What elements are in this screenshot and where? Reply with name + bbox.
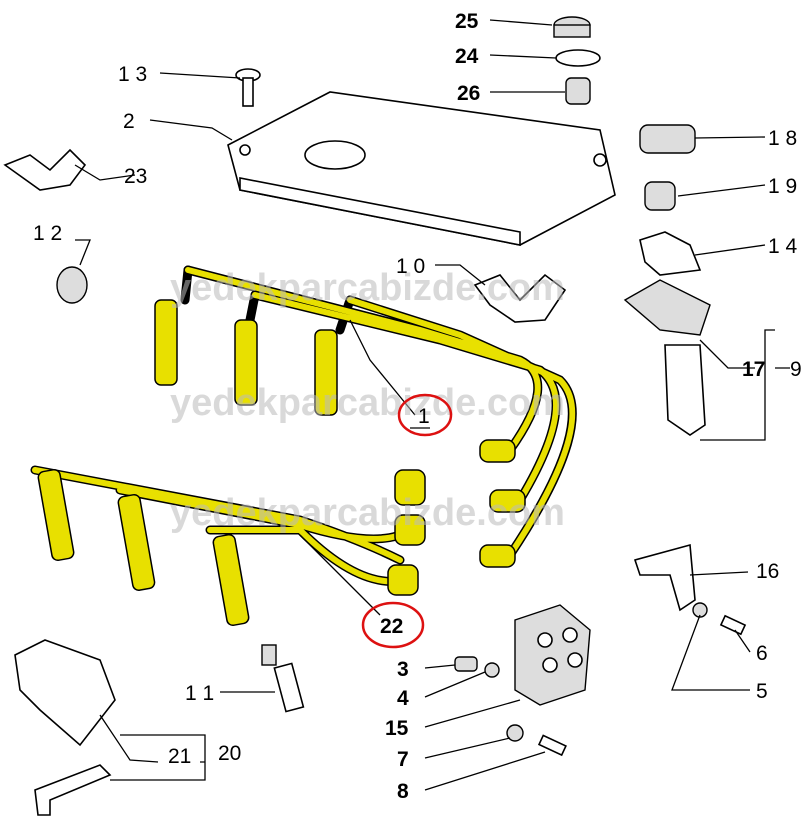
label-8[interactable]: 8: [397, 780, 409, 803]
watermark-text: yedekparcabizde.com: [170, 267, 565, 309]
bracket-16-part: [633, 543, 696, 612]
label-16[interactable]: 16: [756, 560, 779, 583]
label-26[interactable]: 26: [457, 82, 480, 105]
watermark-text: yedekparcabizde.com: [170, 492, 565, 534]
holder-18-part: [639, 124, 696, 154]
label-20[interactable]: 20: [218, 742, 241, 765]
engine-cover-part: [227, 91, 616, 246]
washer-5-part: [692, 602, 708, 618]
label-25[interactable]: 25: [455, 10, 479, 33]
watermark-text: yedekparcabizde.com: [170, 382, 565, 424]
label-3[interactable]: 3: [397, 658, 409, 681]
bolt-13-part: [235, 68, 261, 107]
grommet-12-part: [56, 266, 88, 304]
label-24[interactable]: 24: [455, 45, 479, 68]
wire-holder-17-part: [623, 279, 711, 336]
sleeve-3-part: [454, 656, 478, 672]
label-17[interactable]: 17: [742, 358, 765, 381]
label-12[interactable]: 1 2: [33, 222, 62, 245]
spark-plug-11-part: [261, 644, 305, 713]
label-4[interactable]: 4: [397, 687, 409, 710]
label-23[interactable]: 23: [124, 165, 147, 188]
label-19[interactable]: 1 9: [768, 175, 797, 198]
holder-19-part: [644, 181, 676, 211]
label-1[interactable]: 1: [418, 405, 430, 428]
clip-10-part: [473, 273, 567, 323]
ignition-wire-set-1: [154, 265, 577, 568]
ignition-wire-set-22: [30, 465, 426, 627]
clip-14-part: [639, 231, 702, 276]
highlight-circle-1: [397, 393, 453, 437]
bracket-20-part: [34, 764, 112, 816]
bracket-9-part: [664, 344, 706, 436]
label-15[interactable]: 15: [385, 717, 409, 740]
bolt-6-part: [719, 614, 747, 636]
label-22[interactable]: 22: [380, 615, 403, 638]
clip-23-part: [3, 148, 87, 191]
label-7[interactable]: 7: [397, 748, 409, 771]
label-21[interactable]: 21: [168, 745, 191, 768]
label-14[interactable]: 1 4: [768, 235, 798, 258]
label-2[interactable]: 2: [123, 110, 135, 133]
washer-4-part: [484, 662, 500, 678]
highlight-circle-22: [361, 601, 425, 649]
ignition-coil-15-part: [514, 604, 591, 706]
label-5[interactable]: 5: [756, 680, 768, 703]
label-6[interactable]: 6: [756, 642, 768, 665]
label-13[interactable]: 1 3: [118, 63, 147, 86]
grommet-parts: [553, 16, 601, 105]
label-11[interactable]: 1 1: [185, 682, 214, 705]
label-18[interactable]: 1 8: [768, 127, 797, 150]
bolt-8-part: [537, 734, 567, 757]
label-10[interactable]: 1 0: [396, 255, 425, 278]
leader-lines: [74, 19, 790, 791]
washer-7-part: [506, 724, 524, 742]
bracket-21-part: [14, 639, 116, 747]
label-9[interactable]: 9: [790, 358, 802, 381]
